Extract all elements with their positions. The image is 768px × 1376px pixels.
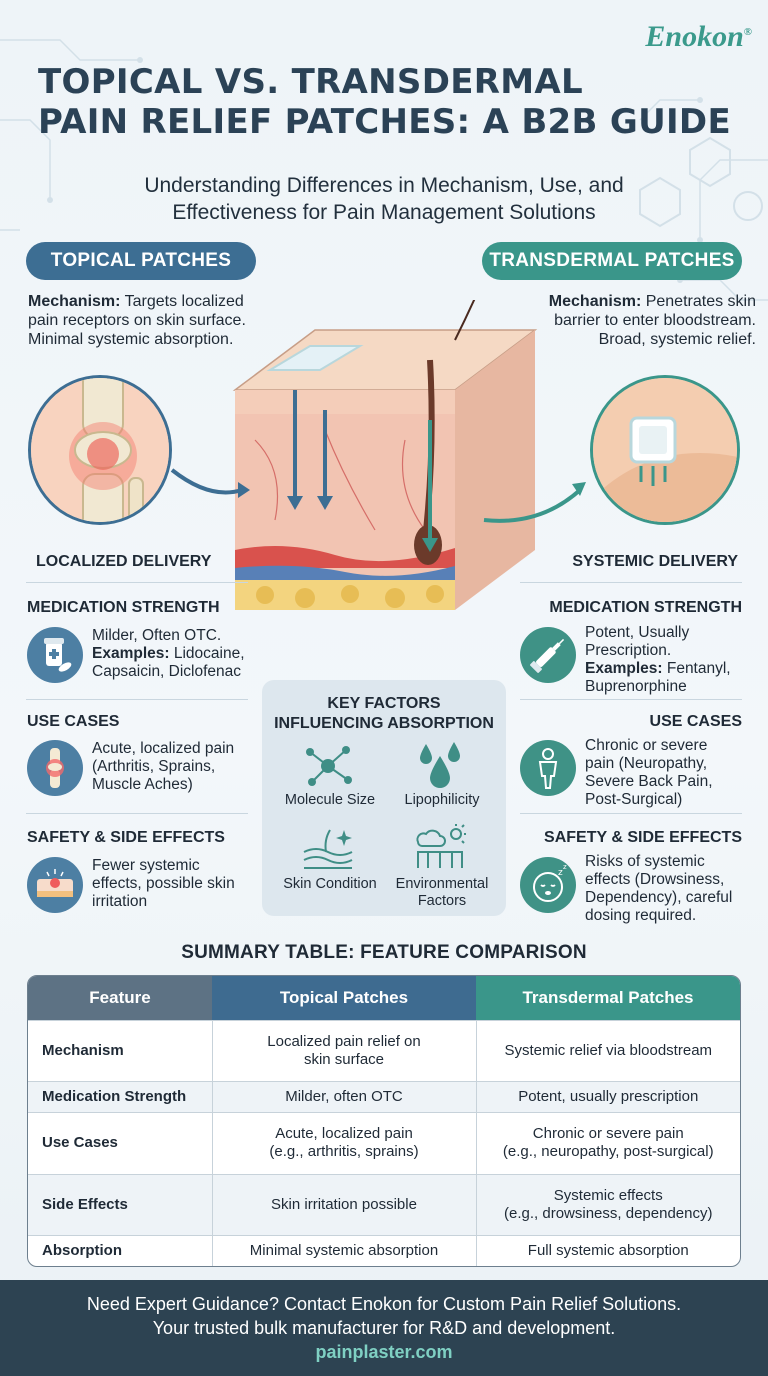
skin-layer-icon bbox=[303, 829, 353, 869]
table-cell-feature: Side Effects bbox=[28, 1173, 212, 1236]
summary-table-title: SUMMARY TABLE: FEATURE COMPARISON bbox=[181, 942, 587, 963]
localized-delivery-label: LOCALIZED DELIVERY bbox=[36, 553, 212, 570]
footer-cta-text: Need Expert Guidance? Contact Enokon for… bbox=[86, 1294, 682, 1314]
table-cell-transdermal: Systemic effects(e.g., drowsiness, depen… bbox=[475, 1173, 740, 1236]
transdermal-use-cases-text: Chronic or severe pain (Neuropathy, Seve… bbox=[585, 737, 713, 808]
footer-tagline: Your trusted bulk manufacturer for R&D a… bbox=[152, 1318, 616, 1338]
systemic-delivery-label: SYSTEMIC DELIVERY bbox=[572, 553, 738, 570]
molecule-icon bbox=[306, 746, 352, 786]
table-row: Absorption Minimal systemic absorption F… bbox=[28, 1234, 740, 1266]
divider bbox=[26, 699, 248, 700]
divider bbox=[520, 699, 742, 700]
feature-comparison-table: Feature Topical Patches Transdermal Patc… bbox=[27, 975, 741, 1267]
human-figure-icon bbox=[520, 740, 576, 796]
table-cell-feature: Medication Strength bbox=[28, 1080, 212, 1113]
divider bbox=[520, 582, 742, 583]
footer-website-link[interactable]: painplaster.com bbox=[315, 1342, 453, 1362]
topical-connector-arrow bbox=[170, 468, 250, 498]
shoulder-patch-illustration bbox=[590, 375, 740, 525]
topical-safety-text: Fewer systemic effects, possible skin ir… bbox=[92, 857, 235, 910]
transdermal-mechanism: Mechanism: Penetrates skin barrier to en… bbox=[548, 293, 756, 348]
table-cell-topical: Acute, localized pain(e.g., arthritis, s… bbox=[211, 1112, 476, 1175]
page-subtitle: Understanding Differences in Mechanism, … bbox=[144, 174, 624, 224]
page-title: TOPICAL VS. TRANSDERMAL PAIN RELIEF PATC… bbox=[38, 62, 731, 142]
skin-condition-label: Skin Condition bbox=[283, 876, 377, 892]
topical-strength-text: Milder, Often OTC. Examples: Lidocaine, … bbox=[92, 627, 245, 680]
svg-text:z: z bbox=[558, 868, 563, 878]
table-cell-transdermal: Systemic relief via bloodstream bbox=[475, 1019, 740, 1082]
table-header-transdermal: Transdermal Patches bbox=[476, 976, 740, 1020]
table-header-feature: Feature bbox=[28, 976, 212, 1020]
topical-use-cases-title: USE CASES bbox=[27, 713, 120, 730]
transdermal-strength-text: Potent, Usually Prescription. Examples: … bbox=[585, 624, 731, 695]
table-cell-feature: Use Cases bbox=[28, 1112, 212, 1175]
transdermal-connector-arrow bbox=[483, 482, 586, 523]
divider bbox=[26, 813, 248, 814]
transdermal-patches-label: TRANSDERMAL PATCHES bbox=[482, 242, 742, 280]
topical-patches-label: TOPICAL PATCHES bbox=[26, 242, 256, 280]
weather-environment-icon bbox=[416, 824, 466, 868]
divider bbox=[520, 813, 742, 814]
table-cell-topical: Minimal systemic absorption bbox=[211, 1234, 476, 1266]
skin-irritation-icon bbox=[27, 857, 83, 913]
medicine-bottle-icon bbox=[27, 627, 83, 683]
transdermal-use-cases-title: USE CASES bbox=[649, 713, 742, 730]
topical-use-cases-text: Acute, localized pain (Arthritis, Sprain… bbox=[92, 740, 235, 793]
divider bbox=[26, 582, 248, 583]
knee-joint-illustration bbox=[28, 375, 172, 525]
table-cell-topical: Milder, often OTC bbox=[211, 1080, 476, 1113]
topical-safety-title: SAFETY & SIDE EFFECTS bbox=[27, 829, 225, 846]
molecule-size-label: Molecule Size bbox=[284, 792, 376, 808]
key-factors-title: KEY FACTORS INFLUENCING ABSORPTION bbox=[274, 695, 494, 732]
table-row: Side Effects Skin irritation possible Sy… bbox=[28, 1173, 740, 1236]
table-cell-transdermal: Potent, usually prescription bbox=[475, 1080, 740, 1113]
table-row: Use Cases Acute, localized pain(e.g., ar… bbox=[28, 1112, 740, 1175]
skin-cross-section-diagram bbox=[232, 300, 538, 610]
svg-text:z: z bbox=[563, 863, 567, 871]
table-row: Medication Strength Milder, often OTC Po… bbox=[28, 1080, 740, 1113]
syringe-icon bbox=[520, 627, 576, 683]
droplets-icon bbox=[420, 742, 460, 788]
lipophilicity-label: Lipophilicity bbox=[404, 792, 480, 808]
joint-pain-icon bbox=[27, 740, 83, 796]
table-cell-topical: Skin irritation possible bbox=[211, 1173, 476, 1236]
transdermal-safety-text: Risks of systemic effects (Drowsiness, D… bbox=[585, 853, 733, 924]
table-cell-transdermal: Chronic or severe pain(e.g., neuropathy,… bbox=[475, 1112, 740, 1175]
table-cell-feature: Absorption bbox=[28, 1234, 212, 1266]
footer-banner bbox=[0, 1280, 768, 1376]
key-factors-panel bbox=[262, 680, 506, 916]
enokon-logo: Enokon® bbox=[645, 20, 752, 53]
topical-mechanism: Mechanism: Targets localized pain recept… bbox=[28, 293, 246, 348]
transdermal-safety-title: SAFETY & SIDE EFFECTS bbox=[544, 829, 742, 846]
table-header-topical: Topical Patches bbox=[212, 976, 476, 1020]
environmental-factors-label: Environmental Factors bbox=[395, 876, 489, 909]
topical-strength-title: MEDICATION STRENGTH bbox=[27, 599, 220, 616]
table-cell-feature: Mechanism bbox=[28, 1019, 212, 1082]
table-cell-transdermal: Full systemic absorption bbox=[475, 1234, 740, 1266]
transdermal-strength-title: MEDICATION STRENGTH bbox=[549, 599, 742, 616]
